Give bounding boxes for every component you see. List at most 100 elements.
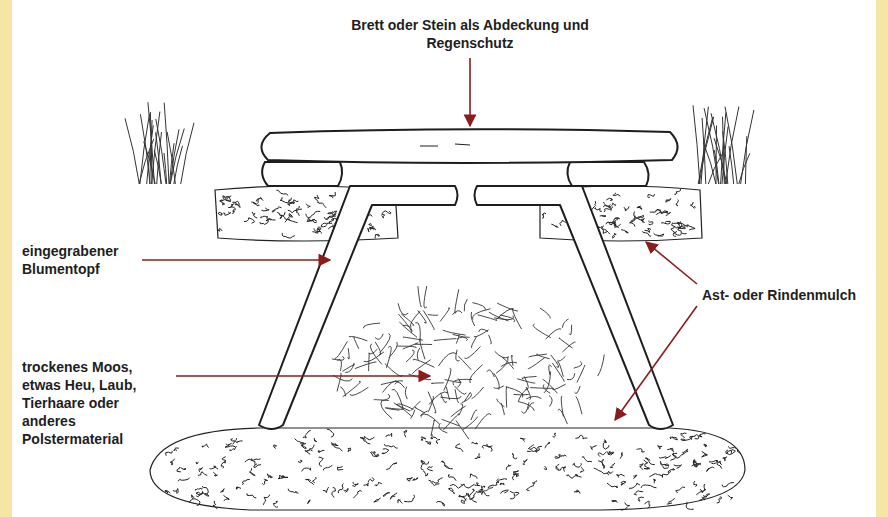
mulch-stroke (288, 214, 292, 219)
moss-stroke (452, 311, 462, 315)
moss-stroke (502, 357, 514, 369)
mulch-stroke (592, 201, 596, 209)
mulch-stroke (375, 234, 380, 239)
mulch-stroke (563, 467, 565, 469)
mulch-stroke (251, 458, 260, 460)
mulch-stroke (278, 476, 288, 479)
mulch-stroke (288, 209, 302, 213)
mulch-stroke (621, 503, 630, 511)
mulch-stroke (302, 468, 311, 472)
moss-stroke (411, 410, 415, 419)
mulch-stroke (594, 208, 602, 212)
mulch-stroke (624, 206, 629, 211)
mulch-stroke (317, 227, 321, 233)
mulch-stroke (698, 434, 706, 437)
mulch-stroke (670, 437, 677, 440)
mulch-stroke (338, 484, 343, 494)
mulch-stroke (722, 483, 734, 487)
moss-stroke (421, 414, 439, 424)
mulch-stroke (421, 437, 426, 441)
mulch-stroke (329, 192, 335, 198)
mulch-stroke (470, 474, 477, 479)
mulch-stroke (566, 475, 577, 479)
mulch-stroke (199, 468, 203, 472)
mulch-stroke (497, 479, 499, 483)
moss-stroke (396, 404, 412, 416)
moss-stroke (386, 346, 391, 367)
mulch-stroke (181, 468, 186, 470)
leader-pot (142, 259, 330, 261)
mulch-stroke (223, 196, 231, 202)
mulch-stroke (273, 501, 278, 507)
moss-stroke (438, 353, 456, 366)
mulch-stroke (178, 478, 190, 482)
mulch-stroke (266, 218, 276, 221)
mulch-stroke (613, 233, 617, 238)
mulch-stroke (213, 472, 217, 476)
mulch-stroke (645, 229, 651, 233)
mulch-stroke (471, 493, 477, 503)
mulch-stroke (327, 429, 334, 437)
mulch-stroke (606, 198, 612, 201)
moss-stroke (543, 379, 558, 393)
stone-right (567, 162, 648, 186)
mulch-stroke (165, 490, 170, 493)
mulch-stroke (321, 223, 332, 227)
mulch-stroke (594, 468, 609, 475)
moss-stroke (392, 389, 404, 409)
moss-stroke (337, 359, 341, 370)
mulch-stroke (654, 233, 664, 236)
moss-stroke (471, 336, 476, 348)
mulch-stroke (249, 468, 255, 475)
moss-stroke (474, 330, 489, 337)
mulch-stroke (370, 452, 379, 457)
mulch-stroke (230, 446, 237, 450)
grass-tufts (125, 102, 754, 184)
mulch-stroke (174, 448, 179, 451)
moss-stroke (598, 355, 605, 377)
mulch-stroke (681, 433, 687, 437)
mulch-stroke (323, 487, 329, 492)
grass-blade (701, 107, 708, 184)
moss-stroke (415, 322, 420, 341)
moss-stroke (350, 387, 369, 395)
moss-stroke (577, 365, 585, 383)
moss-stroke (428, 396, 433, 412)
mulch-stroke (307, 445, 315, 451)
mulch-stroke (506, 465, 511, 470)
mulch-stroke (487, 444, 492, 451)
moss-stroke (470, 365, 483, 383)
mulch-stroke (170, 459, 174, 465)
grass-blade (723, 117, 725, 184)
mulch-stroke (319, 457, 323, 466)
mulch-stroke (637, 206, 642, 209)
moss-stroke (549, 395, 552, 406)
mulch-stroke (638, 215, 643, 218)
mulch-stroke (427, 466, 433, 471)
mulch-stroke (665, 199, 671, 202)
leader-moss (176, 375, 430, 377)
mulch-stroke (607, 471, 613, 473)
mulch-stroke (390, 493, 397, 499)
moss-stroke (401, 314, 413, 325)
mulch-stroke (244, 218, 255, 223)
mulch-stroke (621, 481, 626, 485)
mulch-stroke (481, 486, 485, 489)
moss-stroke (456, 421, 469, 440)
mulch-stroke (261, 208, 269, 211)
moss-stroke (465, 393, 470, 401)
mulch-stroke (560, 467, 565, 472)
moss-stroke (529, 354, 547, 357)
moss-stroke (431, 420, 434, 436)
moss-stroke (551, 355, 559, 367)
mulch-stroke (551, 224, 558, 228)
mulch-stroke (254, 464, 261, 468)
mulch-stroke (488, 482, 497, 488)
grass-blade (148, 102, 155, 184)
moss-stroke (335, 341, 348, 358)
moss-stroke (374, 399, 389, 401)
mulch-stroke (368, 477, 374, 482)
mulch-stroke (649, 474, 662, 477)
moss-stroke (415, 344, 433, 345)
